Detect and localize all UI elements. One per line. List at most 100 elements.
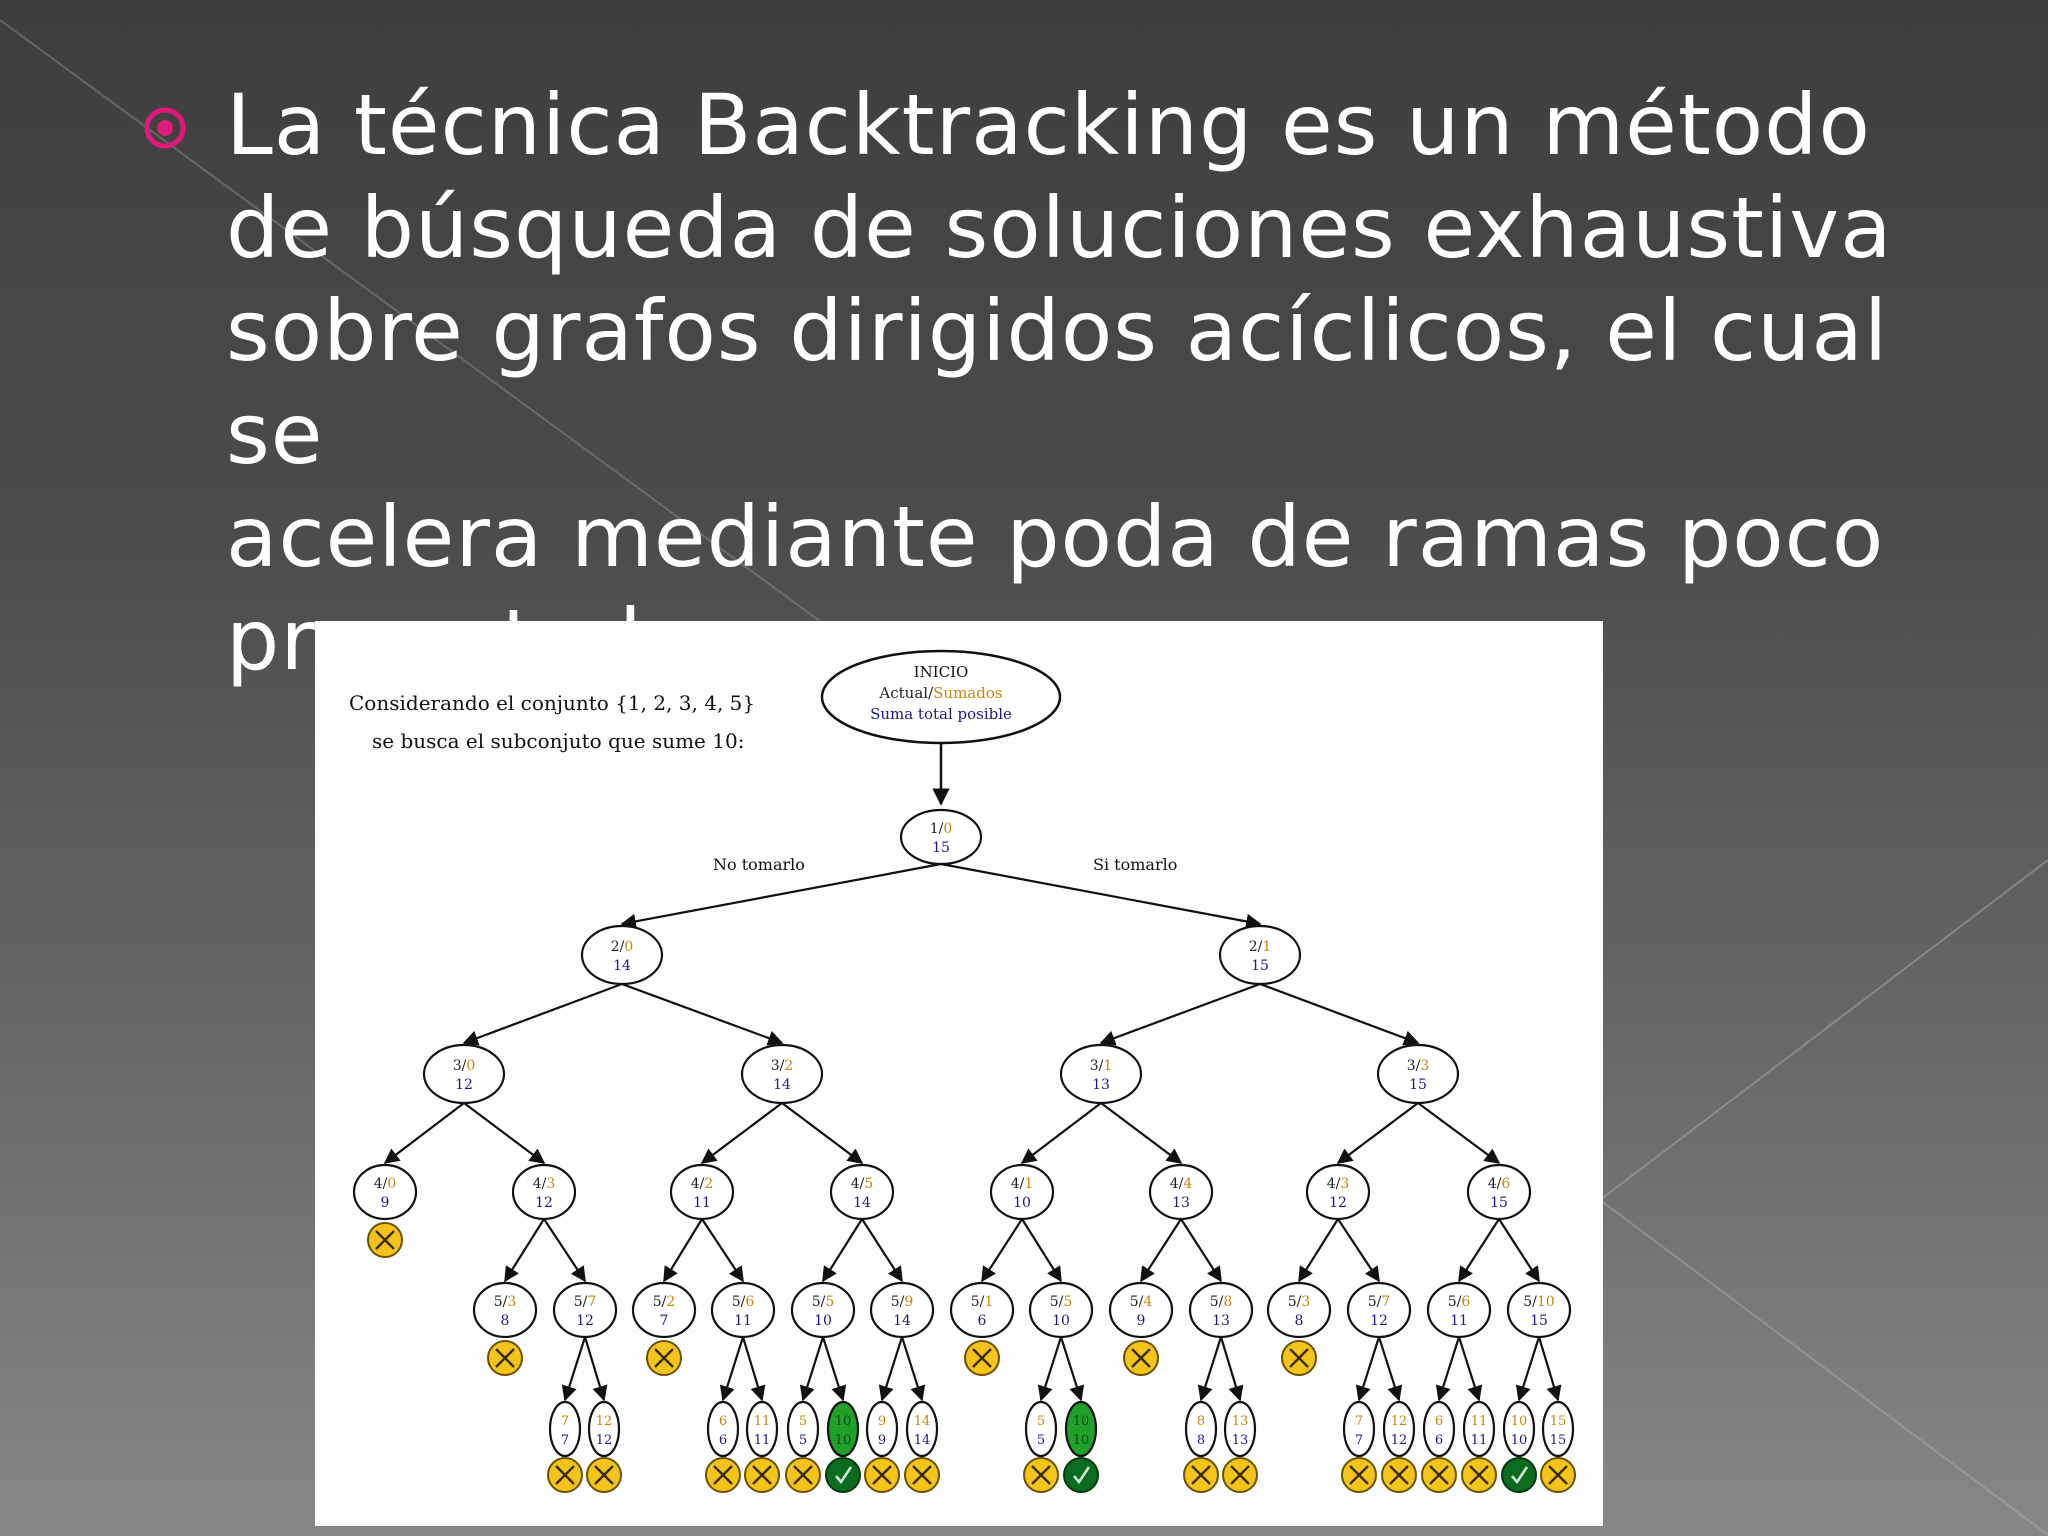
tree-node: 5/10 15 <box>1506 1281 1572 1339</box>
node-total: 10 <box>835 1433 852 1448</box>
node-sumados: 10 <box>835 1414 852 1429</box>
node-actual-sumados: 5/8 <box>1210 1294 1233 1310</box>
tree-edge <box>1020 1102 1102 1164</box>
tree-edge <box>1021 1218 1062 1283</box>
node-actual-sumados: 5/10 <box>1523 1294 1554 1310</box>
cross-icon <box>1421 1457 1457 1493</box>
node-actual-sumados: 4/2 <box>691 1176 714 1192</box>
tree-node: 5/914 <box>869 1281 935 1339</box>
tree-edge <box>663 1218 703 1283</box>
node-total: 7 <box>561 1433 569 1448</box>
node-actual-sumados: 3/3 <box>1407 1058 1430 1074</box>
node-total: 5 <box>799 1433 807 1448</box>
node-actual-sumados: 1/0 <box>930 821 953 837</box>
tree-edge <box>462 982 623 1046</box>
backtracking-tree-diagram: 1/0152/0142/1153/0123/2143/1133/3154/094… <box>349 649 1576 1493</box>
node-actual-sumados: 5/7 <box>574 1294 597 1310</box>
tree-edge <box>1219 1336 1244 1402</box>
tree-edge <box>1537 1336 1562 1402</box>
cross-icon <box>785 1457 821 1493</box>
node-total: 10 <box>814 1313 832 1329</box>
node-actual-sumados: 4/0 <box>374 1176 397 1192</box>
node-sumados: 12 <box>596 1414 613 1429</box>
tree-node: 5/49 <box>1108 1281 1174 1339</box>
tree-node: 5/38 <box>472 1281 538 1339</box>
slide-body-text: La técnica Backtracking es un método de … <box>226 74 1986 692</box>
tree-node: 4/211 <box>669 1163 735 1221</box>
tree-node: 5/813 <box>1188 1281 1254 1339</box>
node-actual-sumados: 3/1 <box>1090 1058 1113 1074</box>
node-sumados: 6 <box>719 1414 727 1429</box>
tree-edge <box>821 1336 847 1402</box>
tree-node: 77 <box>1342 1400 1376 1458</box>
node-total: 13 <box>1092 1077 1110 1093</box>
tree-node: 5/712 <box>1346 1281 1412 1339</box>
tree-node: 3/012 <box>422 1043 506 1105</box>
tree-edge <box>741 1336 766 1402</box>
tree-edge <box>861 1218 903 1283</box>
node-total: 15 <box>1409 1077 1427 1093</box>
node-total: 9 <box>878 1433 886 1448</box>
tree-node: 5/611 <box>1426 1281 1492 1339</box>
node-sumados: 5 <box>1037 1414 1045 1429</box>
tree-node: 55 <box>1024 1400 1058 1458</box>
node-actual-sumados: 5/6 <box>1448 1294 1471 1310</box>
node-sumados: 11 <box>754 1414 771 1429</box>
cross-icon <box>1222 1457 1258 1493</box>
cross-icon <box>705 1457 741 1493</box>
node-actual-sumados: 5/9 <box>891 1294 914 1310</box>
node-actual-sumados: 5/5 <box>812 1294 835 1310</box>
tree-edge <box>1457 1336 1483 1402</box>
tree-edge <box>1037 1336 1063 1402</box>
tree-node: 99 <box>865 1400 899 1458</box>
tree-edge <box>1059 1336 1085 1402</box>
circle-dot-icon <box>144 107 186 149</box>
start-node: INICIO Actual/Sumados Suma total posible <box>820 649 1062 745</box>
node-total: 10 <box>1511 1433 1528 1448</box>
cross-icon <box>864 1457 900 1493</box>
node-sumados: 14 <box>914 1414 931 1429</box>
node-actual-sumados: 4/3 <box>533 1176 556 1192</box>
cross-icon <box>487 1340 523 1376</box>
node-total: 12 <box>455 1077 473 1093</box>
node-actual-sumados: 2/1 <box>1249 939 1272 955</box>
node-sumados: 7 <box>561 1414 569 1429</box>
node-total: 11 <box>734 1313 752 1329</box>
check-icon <box>1063 1457 1099 1493</box>
tree-edge <box>1498 1218 1540 1283</box>
tree-node: 3/113 <box>1059 1043 1143 1105</box>
node-total: 7 <box>660 1313 669 1329</box>
tree-edge <box>583 1336 608 1402</box>
cross-icon <box>1540 1457 1576 1493</box>
tree-edge <box>383 1102 465 1164</box>
diagram-caption-line1: Considerando el conjunto {1, 2, 3, 4, 5} <box>349 691 755 715</box>
text-line: La técnica Backtracking es un método <box>226 76 1871 174</box>
start-node-legend-actual: Actual/Sumados <box>878 684 1002 702</box>
tree-edge <box>1417 1102 1501 1164</box>
tree-edge <box>620 862 942 930</box>
node-sumados: 7 <box>1355 1414 1363 1429</box>
node-actual-sumados: 4/6 <box>1488 1176 1511 1192</box>
tree-edge <box>1377 1336 1403 1402</box>
tree-node: 4/413 <box>1148 1163 1214 1221</box>
node-total: 15 <box>1251 958 1269 974</box>
left-branch-label: No tomarlo <box>713 855 805 874</box>
node-total: 14 <box>893 1313 911 1329</box>
tree-node: 5/16 <box>949 1281 1015 1339</box>
node-total: 15 <box>1550 1433 1567 1448</box>
tree-node: 4/09 <box>352 1163 418 1221</box>
start-node-legend-total: Suma total posible <box>870 705 1012 723</box>
tree-edge <box>1099 982 1261 1046</box>
cross-icon <box>1023 1457 1059 1493</box>
node-total: 12 <box>1370 1313 1388 1329</box>
tree-node: 5/38 <box>1266 1281 1332 1339</box>
node-total: 15 <box>1490 1195 1508 1211</box>
node-total: 11 <box>1471 1433 1488 1448</box>
node-total: 15 <box>1530 1313 1548 1329</box>
node-sumados: 12 <box>1391 1414 1408 1429</box>
